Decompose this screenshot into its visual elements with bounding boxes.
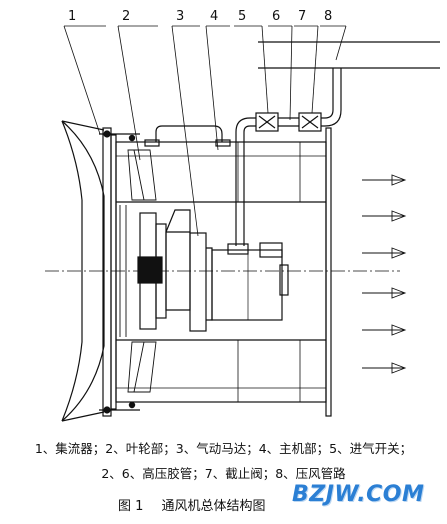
part-number-1: 1 — [68, 9, 76, 24]
legend-line-1: 1、集流器；2、叶轮部；3、气动马达；4、主机部；5、进气开关； — [34, 441, 413, 456]
impeller — [119, 149, 157, 393]
airflow-arrows — [362, 174, 407, 374]
part-number-3: 3 — [176, 9, 184, 24]
part-number-2: 2 — [122, 9, 130, 24]
watermark-text: BZJW.COM — [292, 482, 425, 507]
part-number-7: 7 — [298, 9, 306, 24]
figure-caption: 图 1 通风机总体结构图 — [118, 495, 266, 514]
part-number-6: 6 — [272, 9, 280, 24]
part-number-4: 4 — [210, 9, 218, 24]
valve-5 — [255, 112, 279, 132]
figure-title: 通风机总体结构图 — [161, 499, 266, 514]
legend-line-2: 2、6、高压胶管；7、截止阀；8、压风管路 — [101, 466, 346, 481]
part-number-8: 8 — [324, 9, 332, 24]
part-number-5: 5 — [238, 9, 246, 24]
figure-number: 图 1 — [118, 499, 144, 514]
right-flange — [325, 127, 332, 417]
collector — [61, 120, 105, 422]
watermark-logo: BZJW.COM — [292, 478, 442, 518]
high-pressure-hose — [155, 125, 223, 142]
valve-7 — [298, 112, 322, 132]
